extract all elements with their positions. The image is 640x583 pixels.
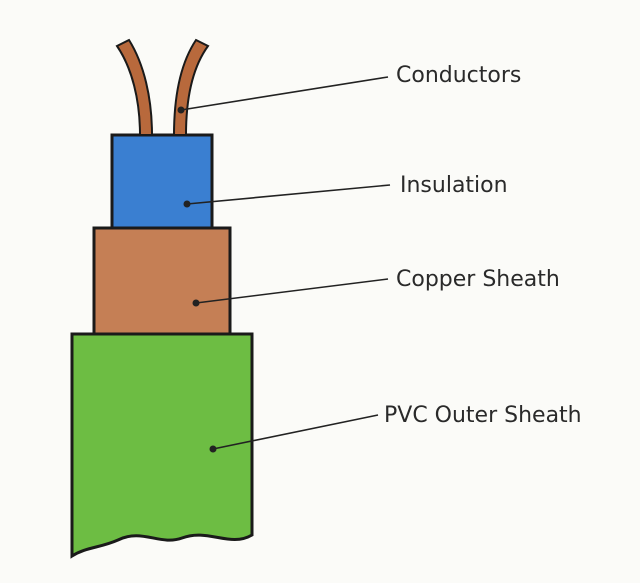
- label-pvc-outer-sheath: PVC Outer Sheath: [384, 403, 582, 428]
- label-insulation: Insulation: [400, 173, 508, 198]
- copper-sheath-layer: [92, 226, 232, 336]
- leader-dot-insulation: [183, 200, 191, 208]
- leader-line-copper-sheath: [195, 278, 389, 304]
- pvc-outer-sheath-layer: [70, 332, 254, 559]
- conductor-wire-right: [172, 38, 210, 136]
- leader-line-pvc-outer-sheath: [212, 414, 379, 450]
- leader-dot-pvc-outer-sheath: [209, 445, 217, 453]
- leader-line-insulation: [186, 184, 391, 205]
- label-conductors: Conductors: [396, 63, 522, 88]
- conductor-wire-left: [115, 38, 154, 136]
- insulation-layer: [110, 133, 214, 230]
- leader-dot-copper-sheath: [192, 299, 200, 307]
- label-copper-sheath: Copper Sheath: [396, 267, 560, 292]
- leader-line-conductors: [180, 76, 389, 111]
- leader-dot-conductors: [177, 106, 185, 114]
